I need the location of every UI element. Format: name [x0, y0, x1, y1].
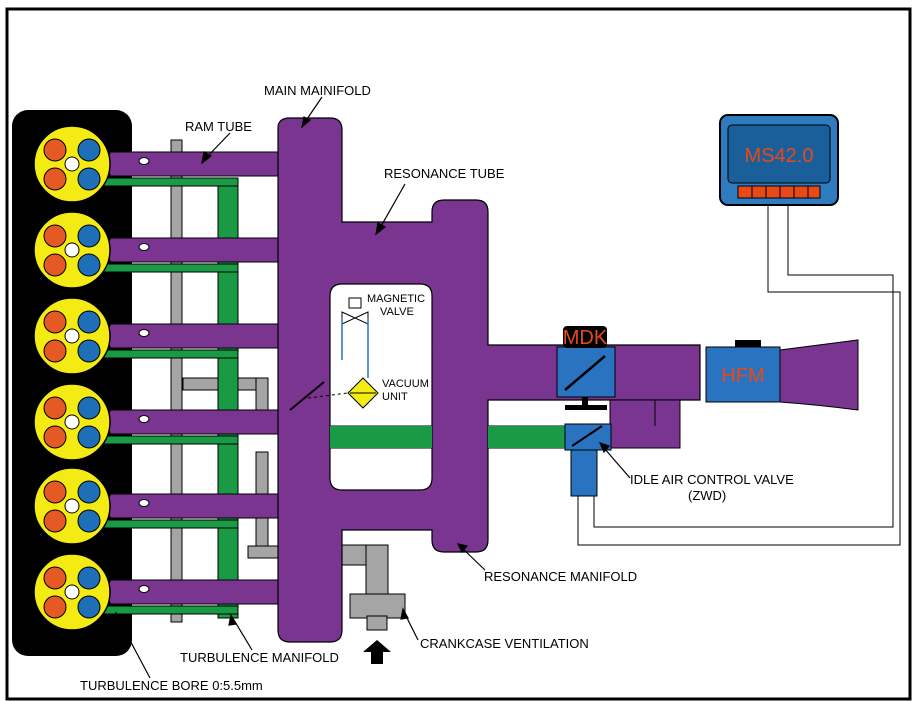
- mdk-stand: [582, 397, 588, 405]
- ecu-connector: [737, 185, 821, 199]
- spark-plug: [64, 414, 80, 430]
- valve-port: [43, 480, 67, 504]
- main-manifold: [277, 117, 701, 643]
- crankcase-ventilation-valve: [349, 593, 406, 631]
- cylinder: [33, 297, 150, 375]
- resonance-channel-inner: [330, 426, 432, 448]
- cylinder: [33, 211, 150, 289]
- cylinder: [33, 383, 150, 461]
- cylinder: [33, 125, 150, 203]
- valve-port: [77, 425, 101, 449]
- turbulence-bore-hole: [138, 157, 150, 165]
- label-resonance-tube: RESONANCE TUBE: [384, 166, 505, 181]
- label-magnetic-valve-2: VALVE: [380, 306, 414, 318]
- ecu-label: MS42.0: [745, 145, 814, 167]
- resonance-channel-outer: [488, 426, 578, 448]
- label-turbulence-bore: TURBULENCE BORE 0:5.5mm: [80, 678, 263, 693]
- mdk-tag: [563, 326, 607, 348]
- turbulence-bore-hole: [138, 499, 150, 507]
- valve-port: [43, 339, 67, 363]
- label-vacuum-unit-1: VACUUM: [382, 378, 429, 390]
- valve-port: [77, 224, 101, 248]
- valve-port: [77, 480, 101, 504]
- hfm-box: [705, 346, 781, 403]
- valve-port: [77, 509, 101, 533]
- valve-port: [43, 224, 67, 248]
- valve-port: [43, 595, 67, 619]
- turbulence-bore-hole: [138, 415, 150, 423]
- valve-port: [43, 396, 67, 420]
- valve-port: [43, 509, 67, 533]
- idle-bypass-duct: [609, 399, 681, 449]
- spark-plug: [64, 328, 80, 344]
- ecu-wiring: [577, 205, 901, 546]
- spark-plug: [64, 498, 80, 514]
- turbulence-bore-hole: [138, 329, 150, 337]
- label-resonance-manifold: RESONANCE MANIFOLD: [484, 569, 637, 584]
- label-idle-valve-2: (ZWD): [688, 488, 726, 503]
- ecu-screen: [727, 124, 831, 184]
- valve-port: [43, 425, 67, 449]
- hfm-top-plate: [735, 340, 761, 348]
- valve-port: [77, 339, 101, 363]
- mdk-base: [565, 405, 607, 410]
- label-main-manifold: MAIN MAINIFOLD: [264, 83, 371, 98]
- spark-plug: [64, 584, 80, 600]
- label-idle-valve-1: IDLE AIR CONTROL VALVE: [630, 472, 794, 487]
- valve-port: [77, 310, 101, 334]
- hfm-label: HFM: [721, 365, 764, 387]
- valve-port: [43, 566, 67, 590]
- mdk-label: MDK: [563, 327, 608, 349]
- vacuum-lines: [341, 318, 369, 378]
- valve-port: [43, 167, 67, 191]
- crankcase-flow-arrow: [363, 640, 391, 664]
- valve-port: [77, 253, 101, 277]
- resonance-flap: [289, 381, 325, 411]
- label-vacuum-unit-2: UNIT: [382, 391, 408, 403]
- cylinder: [33, 553, 150, 631]
- cylinder: [33, 467, 150, 545]
- valve-port: [77, 566, 101, 590]
- leader-lines: [113, 96, 631, 679]
- turbulence-bore-hole: [138, 585, 150, 593]
- cylinders: [33, 125, 150, 631]
- spark-plug: [64, 242, 80, 258]
- valve-port: [77, 167, 101, 191]
- idle-valve-plate: [571, 425, 603, 447]
- label-ram-tube: RAM TUBE: [185, 119, 252, 134]
- label-crankcase-ventilation: CRANKCASE VENTILATION: [420, 636, 589, 651]
- valve-port: [43, 310, 67, 334]
- vacuum-rod: [307, 392, 349, 399]
- idle-valve-stem: [570, 449, 598, 497]
- intake-horn: [779, 339, 859, 411]
- spark-plug: [64, 156, 80, 172]
- valve-port: [77, 595, 101, 619]
- mdk-throttle-plate: [564, 355, 606, 391]
- turbulence-bore-hole: [138, 243, 150, 251]
- valve-port: [43, 138, 67, 162]
- label-turbulence-manifold: TURBULENCE MANIFOLD: [180, 650, 339, 665]
- valve-port: [77, 138, 101, 162]
- ecu-connector-pins: [751, 186, 809, 198]
- valve-port: [43, 253, 67, 277]
- valve-port: [77, 396, 101, 420]
- label-magnetic-valve-1: MAGNETIC: [367, 293, 425, 305]
